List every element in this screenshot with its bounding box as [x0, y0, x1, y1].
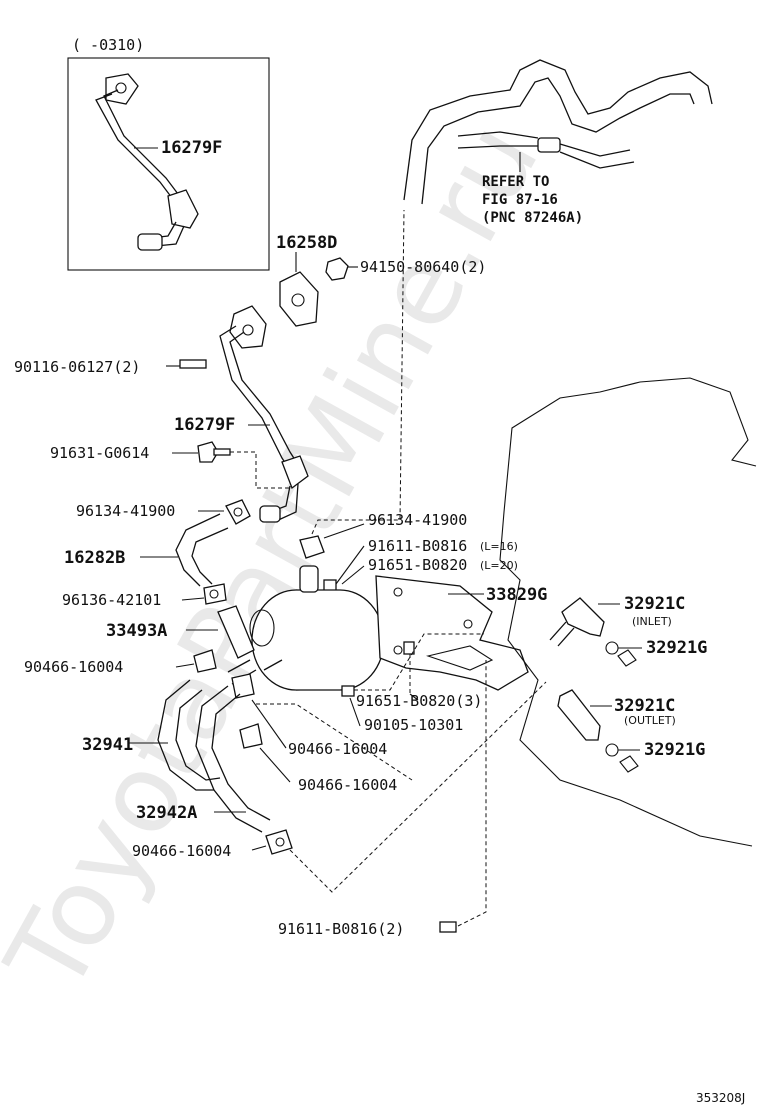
- stud-90116: [179, 359, 207, 369]
- label-32921G-b: 32921G: [644, 740, 705, 760]
- bolt-91631: [197, 441, 231, 463]
- union-33493A: [217, 605, 255, 659]
- label-96136-42101: 96136-42101: [62, 591, 161, 609]
- clip-96134-b: [299, 535, 325, 559]
- hose-assembly-top: [403, 59, 713, 205]
- transmission-outline: [499, 377, 757, 847]
- label-90466-16004-c: 90466-16004: [298, 776, 397, 794]
- clip-90466-a: [193, 649, 217, 673]
- hose-32942A: [195, 685, 271, 833]
- label-90466-16004-b: 90466-16004: [288, 740, 387, 758]
- oring-32921G-b: [605, 743, 639, 773]
- label-94150-80640: 94150-80640(2): [360, 258, 486, 276]
- bracket-33829G: [375, 575, 529, 691]
- label-outlet-note: (OUTLET): [624, 714, 676, 727]
- label-91651-B0820-b: 91651-B0820(3): [356, 692, 482, 710]
- nut-94150: [325, 257, 349, 281]
- clip-90466-b: [231, 673, 255, 699]
- label-90466-16004-d: 90466-16004: [132, 842, 231, 860]
- clip-90466-d: [265, 829, 293, 855]
- refer-line-2: FIG 87-16: [482, 192, 558, 208]
- label-90116-06127: 90116-06127(2): [14, 358, 140, 376]
- label-16282B: 16282B: [64, 548, 125, 568]
- label-16279F-inset: 16279F: [161, 138, 222, 158]
- refer-line-1: REFER TO: [482, 174, 549, 190]
- clip-90466-c: [239, 723, 263, 749]
- hose-16282B: [175, 513, 229, 587]
- fitting-32921C-inlet: [549, 597, 605, 647]
- label-91651-B0820-a: 91651-B0820: [368, 556, 467, 574]
- bolt-91611-b: [439, 921, 457, 933]
- hose-32941: [157, 679, 221, 791]
- oil-cooler: [227, 565, 385, 691]
- label-91611-B0816-b: 91611-B0816(2): [278, 920, 404, 938]
- label-96134-41900-b: 96134-41900: [368, 511, 467, 529]
- label-32941: 32941: [82, 735, 133, 755]
- label-91611-note: (L=16): [480, 540, 518, 553]
- label-90105-10301: 90105-10301: [364, 716, 463, 734]
- label-32921G-a: 32921G: [646, 638, 707, 658]
- label-16279F: 16279F: [174, 415, 235, 435]
- inset-box: ( -0310) 16279F: [67, 36, 270, 271]
- clip-96134-a: [225, 499, 251, 525]
- label-32921C-inlet: 32921C: [624, 594, 685, 614]
- label-91631-G0614: 91631-G0614: [50, 444, 149, 462]
- label-33493A: 33493A: [106, 621, 167, 641]
- gasket-16258D: [279, 271, 319, 327]
- bolt-91651-b: [403, 641, 415, 655]
- label-32921C-outlet: 32921C: [614, 696, 675, 716]
- refer-line-3: (PNC 87246A): [482, 210, 583, 226]
- pipe-16279F: [219, 305, 309, 523]
- label-91611-B0816-a: 91611-B0816: [368, 537, 467, 555]
- clip-96136: [203, 583, 227, 605]
- label-32942A: 32942A: [136, 803, 197, 823]
- label-96134-41900-a: 96134-41900: [76, 502, 175, 520]
- oring-32921G-a: [605, 641, 637, 667]
- label-inlet-note: (INLET): [632, 615, 672, 628]
- label-91651-note: (L=20): [480, 559, 518, 572]
- pipe-16279F-inset: [95, 73, 199, 251]
- figure-code: 353208J: [696, 1091, 745, 1105]
- fitting-32921C-outlet: [557, 689, 601, 741]
- bolt-90105: [341, 685, 355, 697]
- label-90466-16004-a: 90466-16004: [24, 658, 123, 676]
- inset-caption: ( -0310): [72, 36, 144, 54]
- label-16258D: 16258D: [276, 233, 337, 253]
